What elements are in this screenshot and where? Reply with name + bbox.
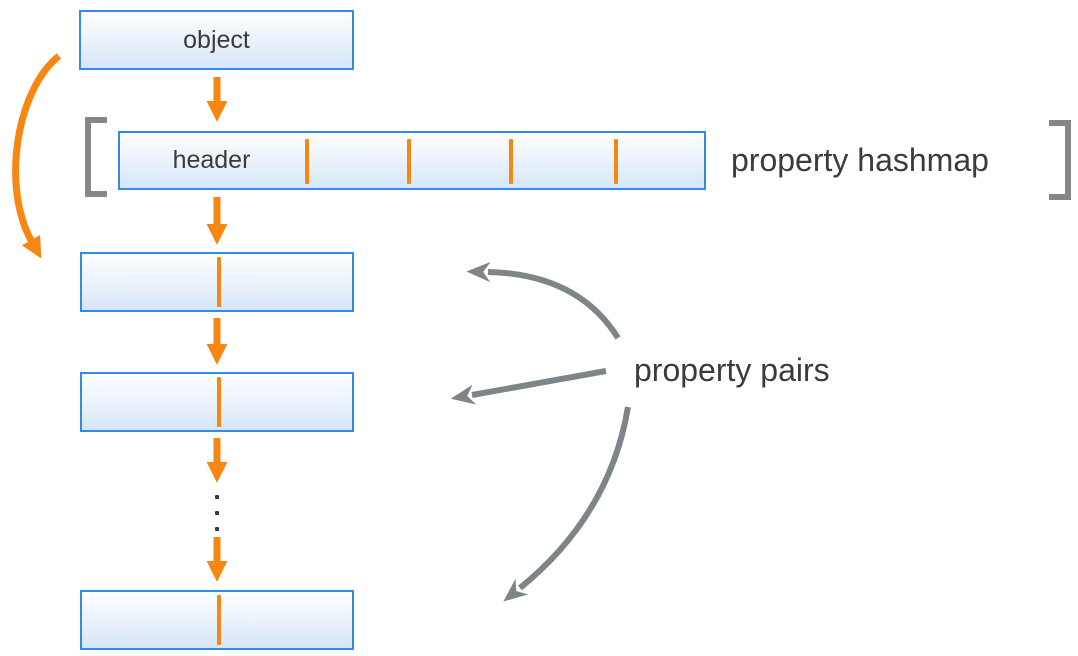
pointer-arrow-top-icon [466, 261, 621, 340]
hashmap-header-box [118, 131, 706, 190]
hashmap-cell-divider [509, 139, 513, 184]
pair-divider [217, 257, 221, 307]
hashmap-cell-divider [407, 139, 411, 184]
ellipsis-dots [215, 495, 219, 531]
left-bracket-icon [85, 117, 107, 197]
property-pairs-label: property pairs [634, 352, 830, 388]
pair-divider [217, 377, 221, 427]
pointer-arrow-middle-icon [450, 368, 607, 405]
property-pair-box [80, 590, 354, 650]
ellipsis-dot [215, 511, 219, 515]
pair-divider [217, 595, 221, 645]
ellipsis-dot [215, 495, 219, 499]
ellipsis-dot [215, 527, 219, 531]
hashmap-cell-divider [614, 139, 618, 184]
right-bracket-icon [1049, 120, 1071, 200]
hashmap-label: property hashmap [731, 142, 989, 178]
object-box-label: object [183, 25, 250, 54]
hashmap-cell-divider [305, 139, 309, 184]
property-pair-box [80, 372, 354, 432]
object-box [79, 10, 354, 70]
curved-arrow-icon [12, 53, 62, 259]
pointer-arrow-bottom-icon [503, 406, 631, 602]
property-pair-box [80, 252, 354, 312]
header-cell-label: header [172, 146, 251, 174]
